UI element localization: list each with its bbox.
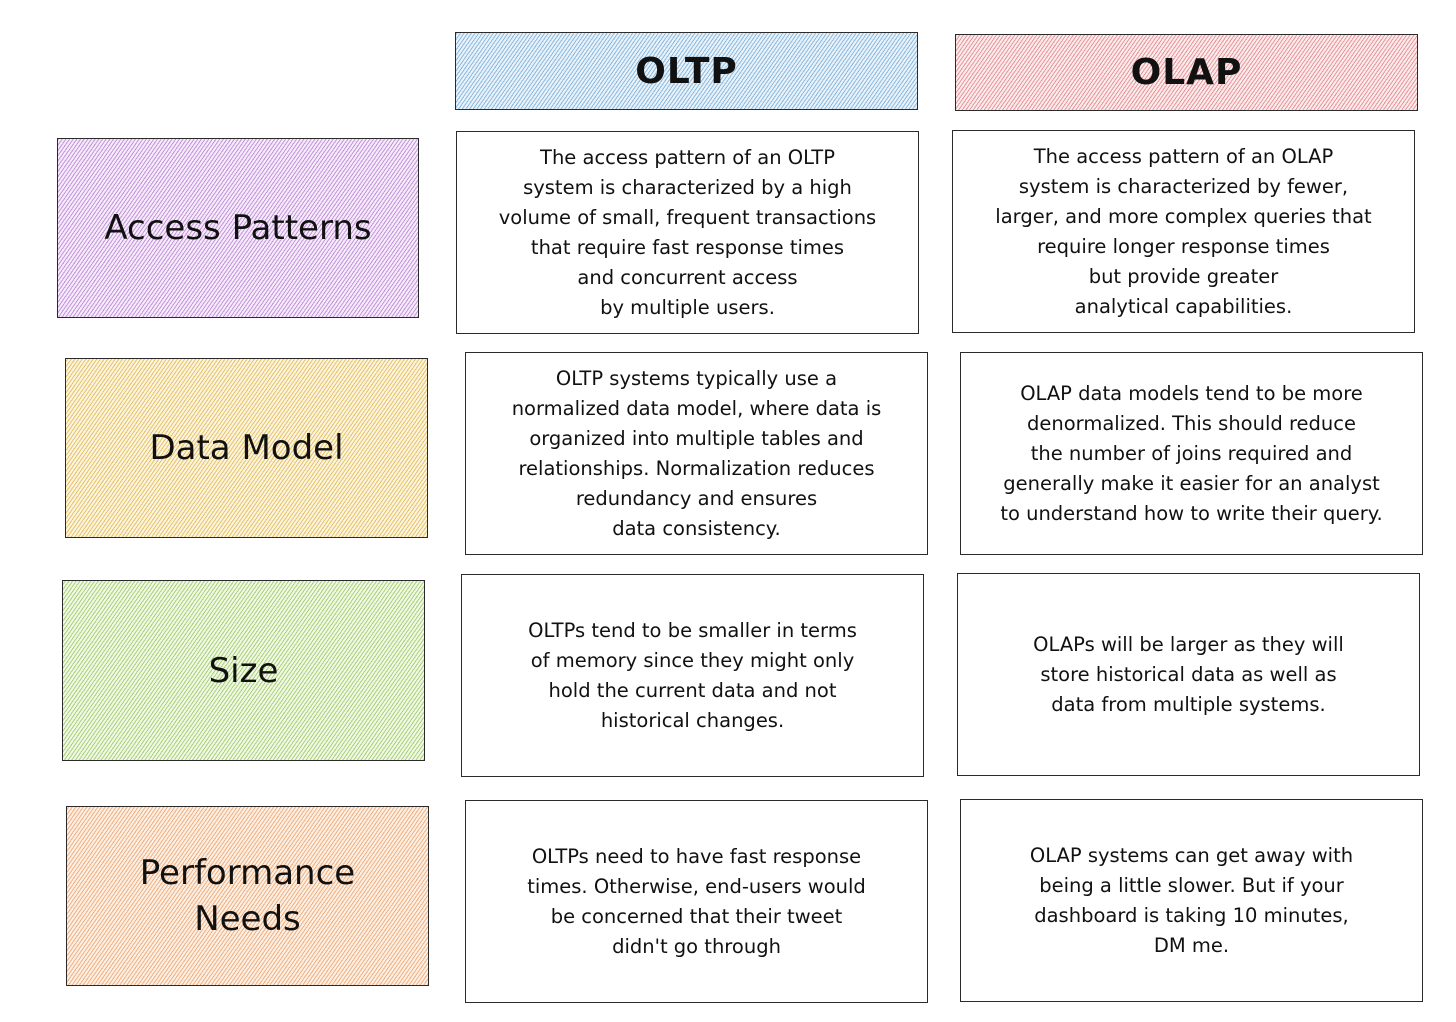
row-label-text: Access Patterns [104,208,372,248]
cell-olap-access-patterns: The access pattern of an OLAP system is … [952,130,1415,333]
cell-text: OLTPs tend to be smaller in terms of mem… [528,618,857,732]
row-label-size: Size [62,580,425,761]
cell-text: OLAP data models tend to be more denorma… [1000,381,1383,525]
row-label-access-patterns: Access Patterns [57,138,419,318]
cell-text: The access pattern of an OLTP system is … [498,145,877,319]
column-header-oltp: OLTP [455,32,918,110]
cell-oltp-performance-needs: OLTPs need to have fast response times. … [465,800,928,1003]
cell-oltp-data-model: OLTP systems typically use a normalized … [465,352,928,555]
cell-text: The access pattern of an OLAP system is … [995,144,1372,318]
row-label-data-model: Data Model [65,358,428,538]
row-label-text: Size [208,650,279,691]
row-label-performance-needs: Performance Needs [66,806,429,986]
row-label-text: Performance Needs [139,853,356,939]
column-header-olap: OLAP [955,34,1418,111]
cell-text: OLAP systems can get away with being a l… [1029,843,1354,957]
column-header-label: OLAP [1130,52,1243,93]
cell-text: OLTPs need to have fast response times. … [527,844,866,958]
cell-olap-data-model: OLAP data models tend to be more denorma… [960,352,1423,555]
column-header-label: OLTP [635,50,738,92]
row-label-text: Data Model [149,428,344,468]
cell-olap-size: OLAPs will be larger as they will store … [957,573,1420,776]
cell-oltp-access-patterns: The access pattern of an OLTP system is … [456,131,919,334]
cell-olap-performance-needs: OLAP systems can get away with being a l… [960,799,1423,1002]
cell-oltp-size: OLTPs tend to be smaller in terms of mem… [461,574,924,777]
cell-text: OLTP systems typically use a normalized … [511,366,882,540]
cell-text: OLAPs will be larger as they will store … [1033,632,1344,716]
